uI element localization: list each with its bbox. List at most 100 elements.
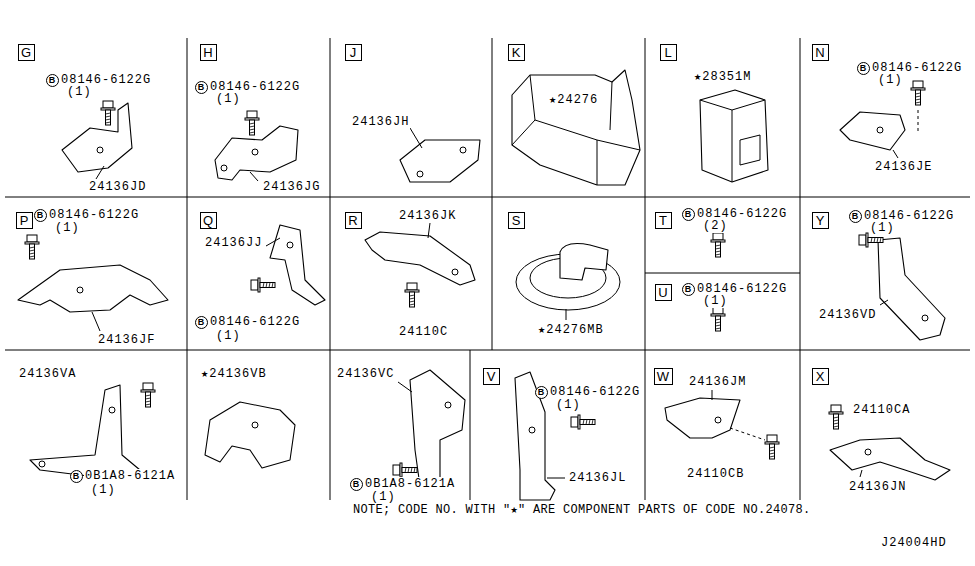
view-letter-box: Y xyxy=(812,212,829,229)
part-number: 24110CB xyxy=(686,467,745,481)
thread-line xyxy=(916,99,921,100)
grommet-elbow xyxy=(560,244,608,280)
leader-line xyxy=(428,223,430,238)
thread-line xyxy=(30,247,35,248)
thread-line xyxy=(880,238,881,243)
bracket xyxy=(270,225,325,305)
quantity: (1) xyxy=(370,490,397,504)
mark-letter: B xyxy=(73,472,80,481)
bracket xyxy=(400,140,480,182)
bolt xyxy=(141,383,155,407)
part-number: 24136JF xyxy=(97,333,156,347)
thread-line xyxy=(106,116,111,117)
circled-mark: B xyxy=(46,74,59,87)
view-letter: V xyxy=(487,370,496,383)
thread-line xyxy=(716,248,721,249)
grid-line xyxy=(330,38,331,500)
circled-mark: B xyxy=(70,470,83,483)
part-number: 24136JH xyxy=(351,115,410,129)
view-letter: W xyxy=(657,370,669,383)
view-letter: G xyxy=(21,46,31,59)
bolt xyxy=(571,415,595,429)
bolt-hole xyxy=(922,315,928,321)
mark-letter: B xyxy=(353,480,360,489)
thread-line xyxy=(250,132,255,133)
thread-line xyxy=(410,301,415,302)
thread-line xyxy=(716,322,721,323)
thread-line xyxy=(770,453,775,454)
view-letter: N xyxy=(815,46,824,59)
mark-letter: B xyxy=(852,212,859,221)
thread-line xyxy=(586,420,587,425)
part-number: 24136JD xyxy=(88,180,147,194)
thread-line xyxy=(716,328,721,329)
mark-letter: B xyxy=(685,210,692,219)
bolt-part xyxy=(713,307,723,314)
note-text: NOTE; CODE NO. WITH "★" ARE COMPONENT PA… xyxy=(352,503,812,517)
dash-line xyxy=(918,110,919,132)
relay-edge xyxy=(700,100,765,182)
grid-line xyxy=(187,38,188,500)
bolt-part xyxy=(713,233,723,240)
bolt xyxy=(245,111,259,135)
thread-line xyxy=(834,426,839,427)
leader-line xyxy=(96,166,104,179)
thread-line xyxy=(592,420,593,425)
bolt-part xyxy=(859,235,866,245)
view-letter-box: S xyxy=(508,212,525,229)
harness-protector xyxy=(512,70,640,185)
bolt xyxy=(859,233,883,247)
thread-line xyxy=(411,468,412,473)
bolt-hole xyxy=(460,147,466,153)
circled-mark: B xyxy=(195,81,208,94)
thread-line xyxy=(272,283,273,288)
bracket xyxy=(365,232,475,285)
bracket xyxy=(62,103,132,172)
view-letter: T xyxy=(659,214,667,227)
thread-line xyxy=(414,468,415,473)
mark-letter: B xyxy=(538,388,545,397)
bracket xyxy=(410,370,465,486)
view-letter-box: T xyxy=(655,212,672,229)
part-number: 24110CA xyxy=(852,403,911,417)
thread-line xyxy=(250,123,255,124)
thread-line xyxy=(146,404,151,405)
bracket xyxy=(830,438,950,480)
mark-letter: B xyxy=(49,76,56,85)
bracket xyxy=(205,402,295,468)
thread-line xyxy=(583,420,584,425)
bolt-part xyxy=(393,465,400,475)
part-number: 24136JE xyxy=(874,160,933,174)
thread-line xyxy=(410,298,415,299)
bolt-hole xyxy=(865,449,871,455)
quantity: (1) xyxy=(215,92,242,106)
thread-line xyxy=(716,245,721,246)
view-letter-box: U xyxy=(655,284,672,301)
view-letter-box: L xyxy=(660,44,677,61)
part-number: ★24276 xyxy=(548,93,599,107)
circled-mark: B xyxy=(682,208,695,221)
view-letter: X xyxy=(816,370,825,383)
bolt-hole xyxy=(221,165,227,171)
bolt-part xyxy=(580,420,595,425)
thread-line xyxy=(410,295,415,296)
bolt xyxy=(765,435,779,459)
bolt xyxy=(101,101,115,125)
bolt-part xyxy=(106,110,111,125)
part-code: 08146-6122G xyxy=(48,208,140,222)
thread-line xyxy=(106,113,111,114)
quantity: (1) xyxy=(702,294,729,308)
part-code: 0B1A8-6121A xyxy=(84,469,176,483)
bolt-part xyxy=(27,235,37,242)
thread-line xyxy=(250,126,255,127)
bolt-hole xyxy=(77,287,83,293)
mark-letter: B xyxy=(860,64,867,73)
bolt-part xyxy=(831,405,841,412)
bolt-hole xyxy=(445,402,451,408)
thread-line xyxy=(716,325,721,326)
part-code: 0B1A8-6121A xyxy=(364,477,456,491)
thread-line xyxy=(146,401,151,402)
bolt-hole xyxy=(287,242,293,248)
thread-line xyxy=(30,250,35,251)
view-letter-box: Q xyxy=(200,212,217,229)
